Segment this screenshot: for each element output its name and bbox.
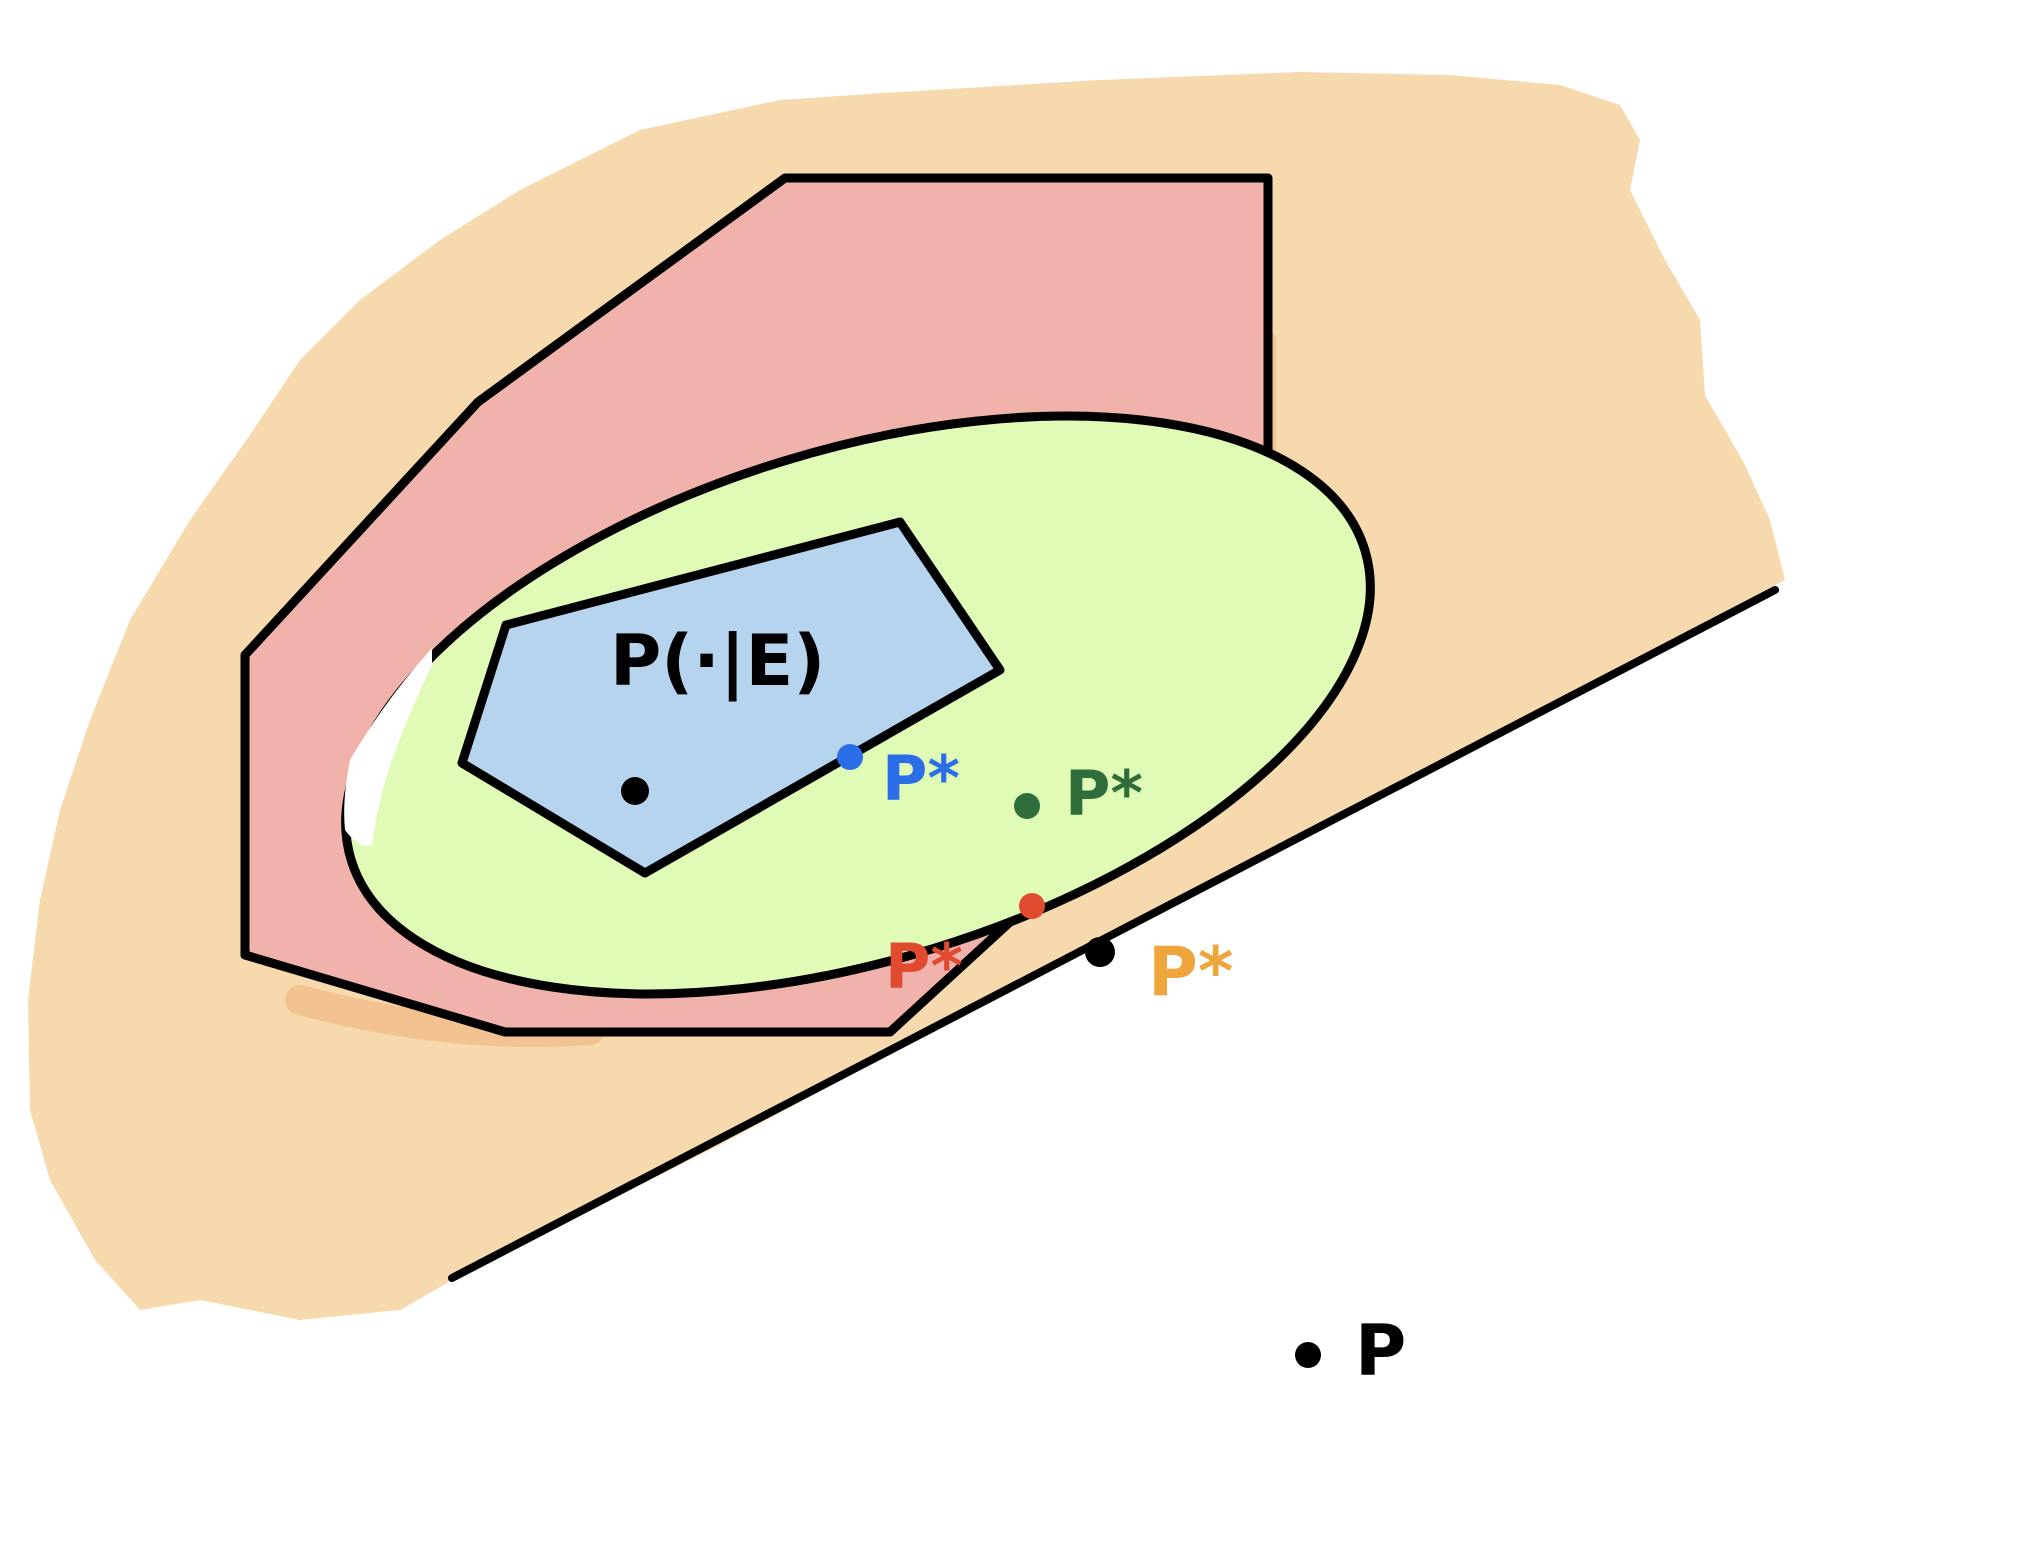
query-point-label: P <box>1355 1310 1406 1392</box>
query-point <box>1295 1342 1321 1368</box>
red-point <box>1019 893 1045 919</box>
tangent-point <box>1085 937 1115 967</box>
inner-polytope <box>457 517 1005 878</box>
blue-point-label: P* <box>882 742 960 815</box>
green-point-label: P* <box>1065 757 1143 830</box>
orange-point-label: P* <box>1148 933 1233 1012</box>
ellipse-highlight <box>344 648 432 846</box>
green-point <box>1014 793 1040 819</box>
conditional-label: P(·|E) <box>610 620 825 702</box>
inner-point <box>621 777 649 805</box>
supporting-line <box>448 586 1779 1282</box>
red-point-label: P* <box>885 930 963 1003</box>
blue-point <box>837 744 863 770</box>
